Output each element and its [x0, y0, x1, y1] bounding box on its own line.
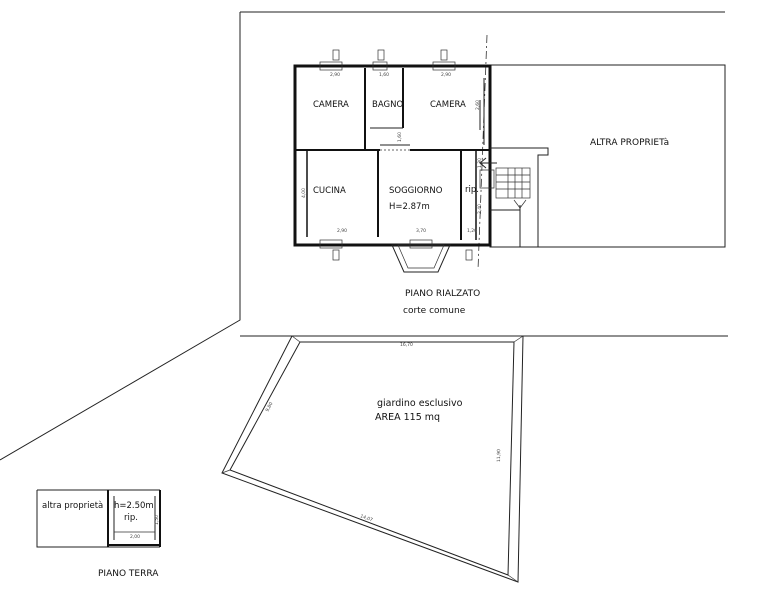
dim-cucina-h: 4,00 [301, 188, 307, 198]
dim-garden-top: 16,70 [400, 342, 413, 348]
room-rip-upper: rip. [465, 185, 479, 195]
dim-soggiorno-w: 3,70 [416, 228, 426, 234]
windows-bottom [319, 239, 473, 261]
piano-rialzato-label: PIANO RIALZATO [405, 289, 480, 299]
section-line [477, 34, 488, 271]
windows-top [319, 49, 456, 71]
room-soggiorno-height: H=2.87m [389, 202, 430, 212]
dim-bagno-h: 1,60 [397, 132, 403, 142]
room-rip-lower: rip. [124, 513, 138, 523]
room-cucina: CUCINA [313, 186, 346, 196]
dim-rip-w: 1,20 [467, 228, 477, 234]
dim-cucina-w: 2,90 [337, 228, 347, 234]
room-bagno: BAGNO [372, 100, 403, 110]
apartment-walls [293, 64, 492, 247]
dim-camera-right-w: 2,90 [441, 72, 451, 78]
dim-rip-h: 2,40 [477, 204, 483, 214]
room-soggiorno: SOGGIORNO [389, 186, 443, 196]
altra-proprieta-block [489, 64, 726, 248]
dim-camera-left-w: 2,90 [330, 72, 340, 78]
dim-terra-h: 1,50 [154, 515, 160, 525]
dim-camera-h: 2,60 [475, 100, 481, 110]
room-camera-right: CAMERA [430, 100, 466, 110]
piano-terra-label: PIANO TERRA [98, 569, 159, 579]
room-camera-left: CAMERA [313, 100, 349, 110]
area-label: AREA 115 mq [375, 412, 440, 423]
altra-proprieta-label: ALTRA PROPRIETà [590, 138, 669, 148]
staircase [490, 147, 549, 248]
altra-proprieta-lower-label: altra proprietà [42, 501, 103, 511]
dim-bagno-w: 1,60 [379, 72, 389, 78]
dim-garden-right: 11,90 [496, 449, 502, 462]
entry-arrow-icon [478, 157, 497, 169]
dim-corr-h: 1,30 [477, 158, 483, 168]
dim-terra-w: 2,00 [130, 534, 140, 540]
corte-comune-label: corte comune [403, 306, 466, 316]
dim-garden-left: 9,80 [264, 401, 274, 413]
giardino-label: giardino esclusivo [377, 398, 463, 409]
dim-garden-bottom: 14,07 [359, 513, 373, 523]
piano-terra-height: h=2.50m [114, 501, 154, 511]
garden-boundary [221, 335, 524, 583]
piano-terra-plan [36, 489, 161, 548]
